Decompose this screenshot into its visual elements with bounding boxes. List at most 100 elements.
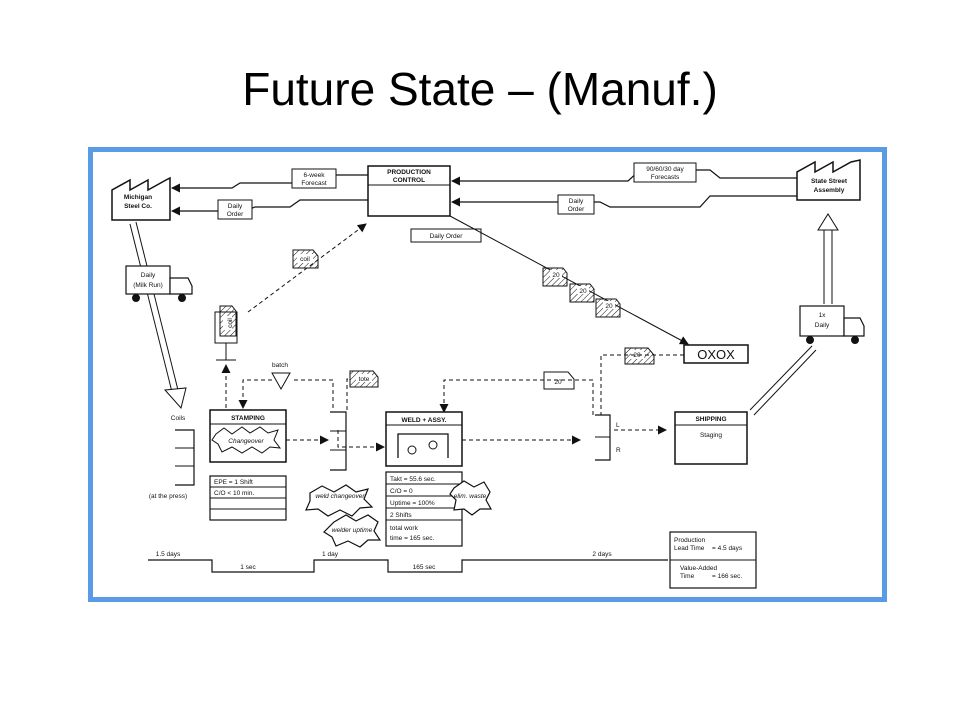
shipping-box: SHIPPING Staging bbox=[674, 411, 748, 465]
supplier-forecast-tag: 6-week Forecast bbox=[291, 168, 337, 189]
kaizen-burst-welder-uptime: welder uptime bbox=[323, 514, 382, 548]
stamping-title: STAMPING bbox=[231, 415, 265, 422]
kaizen-weld-changeover: weld changeover bbox=[315, 493, 365, 500]
tote-kanban: tote bbox=[349, 370, 379, 388]
supermarket-bottom-label: R bbox=[616, 447, 621, 454]
inbound-truck: Daily (Milk Run) bbox=[125, 265, 193, 302]
production-kanban-text: 20 bbox=[554, 379, 562, 386]
customer-order-tag: Daily Order bbox=[557, 194, 595, 215]
weld-row-1: Takt = 55.6 sec. bbox=[390, 476, 436, 483]
inbound-truck-line1: Daily bbox=[141, 272, 156, 279]
timeline-wait-3: 2 days bbox=[592, 551, 612, 558]
batch-to-stamping bbox=[238, 379, 272, 409]
withdrawal-kanban-text: 20 bbox=[633, 352, 641, 359]
withdrawal-kanban: 20 bbox=[624, 347, 655, 365]
supplier-forecast-line2: Forecast bbox=[301, 180, 326, 187]
customer-forecast-line2: Forecasts bbox=[651, 174, 680, 181]
timeline-process-1: 1 sec bbox=[240, 564, 256, 571]
leveling-box-text: OXOX bbox=[697, 347, 735, 362]
supplier-factory: Michigan Steel Co. bbox=[111, 176, 171, 221]
supplier-forecast-line1: 6-week bbox=[304, 172, 326, 179]
customer-order-line2: Order bbox=[568, 206, 585, 213]
customer-factory: State Street Assembly bbox=[796, 159, 861, 201]
outbound-truck-line1: 1x bbox=[819, 312, 827, 319]
weld-row-3: Uptime = 100% bbox=[390, 500, 435, 507]
timeline-wait-2: 1 day bbox=[322, 551, 339, 558]
supplier-order-line2: Order bbox=[227, 211, 244, 218]
kanban-stack: 20 20 20 bbox=[542, 267, 621, 318]
summary-va-label-1: Value-Added bbox=[680, 565, 717, 572]
withdrawal-loop bbox=[600, 354, 684, 415]
weld-process-box: WELD + ASSY. bbox=[385, 411, 463, 467]
summary-lead-label-2: Lead Time bbox=[674, 545, 705, 552]
coils-label: Coils bbox=[171, 415, 186, 422]
operator-icon-2 bbox=[428, 440, 438, 450]
supplier-order-line1: Daily bbox=[228, 203, 243, 210]
customer-shipment-arrow bbox=[749, 213, 839, 416]
coil-signal-kanban: coil bbox=[292, 249, 319, 269]
daily-order-tag: Daily Order bbox=[410, 228, 482, 243]
info-flow-order-to-supplier bbox=[171, 199, 368, 216]
outbound-truck-line2: Daily bbox=[815, 322, 830, 329]
weld-row-2: C/O = 0 bbox=[390, 488, 413, 495]
kaizen-burst-weld-changeover: weld changeover bbox=[305, 484, 374, 517]
summary-lead-label-1: Production bbox=[674, 537, 705, 544]
customer-forecast-line1: 90/60/30 day bbox=[646, 166, 684, 173]
coil-kanban-text: coil bbox=[300, 256, 310, 263]
batch-loop bbox=[292, 379, 334, 408]
coils-supermarket: Coils (at the press) bbox=[149, 415, 195, 500]
kaizen-burst-elim-waste: elim. waste bbox=[449, 480, 493, 516]
stamping-row-1: EPE = 1 Shift bbox=[214, 479, 253, 486]
kanban-loop-to-weld bbox=[439, 379, 594, 415]
daily-order-text: Daily Order bbox=[430, 233, 464, 240]
weld-row-5: total work bbox=[390, 525, 419, 532]
operator-icon-1 bbox=[407, 445, 417, 455]
summary-box: Production Lead Time = 4.5 days Value-Ad… bbox=[669, 531, 757, 589]
summary-lead-value: = 4.5 days bbox=[712, 545, 743, 552]
shipping-sub: Staging bbox=[700, 432, 722, 439]
supplier-name-line2: Steel Co. bbox=[124, 203, 152, 210]
coil-signal-post: coil bbox=[214, 305, 238, 361]
kanban-card-3: 20 bbox=[605, 303, 613, 310]
slide-title: Future State – (Manuf.) bbox=[242, 63, 718, 115]
info-flow-forecast-to-supplier bbox=[171, 174, 368, 193]
batch-label: batch bbox=[272, 362, 288, 369]
diagram-frame: Michigan Steel Co. State Street Assembly… bbox=[88, 147, 887, 602]
supermarket-to-weld bbox=[337, 430, 385, 452]
shipping-title: SHIPPING bbox=[695, 416, 726, 423]
kanban-card-2: 20 bbox=[579, 288, 587, 295]
kaizen-welder-uptime: welder uptime bbox=[332, 527, 373, 534]
outbound-truck: 1x Daily bbox=[799, 305, 865, 344]
customer-forecast-tag: 90/60/30 day Forecasts bbox=[633, 162, 697, 183]
finished-goods-supermarket: L R bbox=[595, 414, 621, 461]
tote-loop bbox=[346, 378, 350, 410]
info-flow-forecast-from-customer bbox=[451, 169, 797, 186]
supermarket-top-label: L bbox=[616, 422, 620, 429]
production-control-box: PRODUCTION CONTROL bbox=[367, 165, 451, 217]
stamping-data-box: EPE = 1 Shift C/O < 10 min. bbox=[209, 475, 287, 521]
weld-row-4: 2 Shifts bbox=[390, 512, 412, 519]
production-control-line2: CONTROL bbox=[393, 177, 425, 184]
weld-data-box: Takt = 55.6 sec. C/O = 0 Uptime = 100% 2… bbox=[385, 471, 463, 547]
weld-title: WELD + ASSY. bbox=[401, 417, 446, 424]
timeline-process-2: 165 sec bbox=[413, 564, 437, 571]
inbound-truck-line2: (Milk Run) bbox=[133, 282, 163, 289]
summary-va-label-2: Time bbox=[680, 573, 695, 580]
load-leveling-box: OXOX bbox=[683, 344, 749, 364]
stamping-row-2: C/O < 10 min. bbox=[214, 490, 254, 497]
diagram-canvas: Michigan Steel Co. State Street Assembly… bbox=[93, 152, 882, 597]
summary-va-value: = 166 sec. bbox=[712, 573, 742, 580]
weld-row-6: time = 165 sec. bbox=[390, 535, 434, 542]
timeline-wait-1: 1.5 days bbox=[156, 551, 181, 558]
coil-post-text: coil bbox=[227, 318, 234, 328]
customer-name-line1: State Street bbox=[811, 178, 848, 185]
stamping-process-box: STAMPING Changeover bbox=[209, 409, 287, 463]
customer-order-line1: Daily bbox=[569, 198, 584, 205]
timeline: 1.5 days 1 day 2 days 1 sec 165 sec bbox=[148, 551, 668, 573]
supplier-name-line1: Michigan bbox=[124, 194, 152, 201]
tote-label: tote bbox=[359, 376, 370, 383]
production-kanban: 20 bbox=[543, 371, 575, 390]
supplier-order-tag: Daily Order bbox=[217, 199, 253, 220]
production-control-line1: PRODUCTION bbox=[387, 169, 431, 176]
info-flow-order-from-customer bbox=[451, 195, 797, 208]
